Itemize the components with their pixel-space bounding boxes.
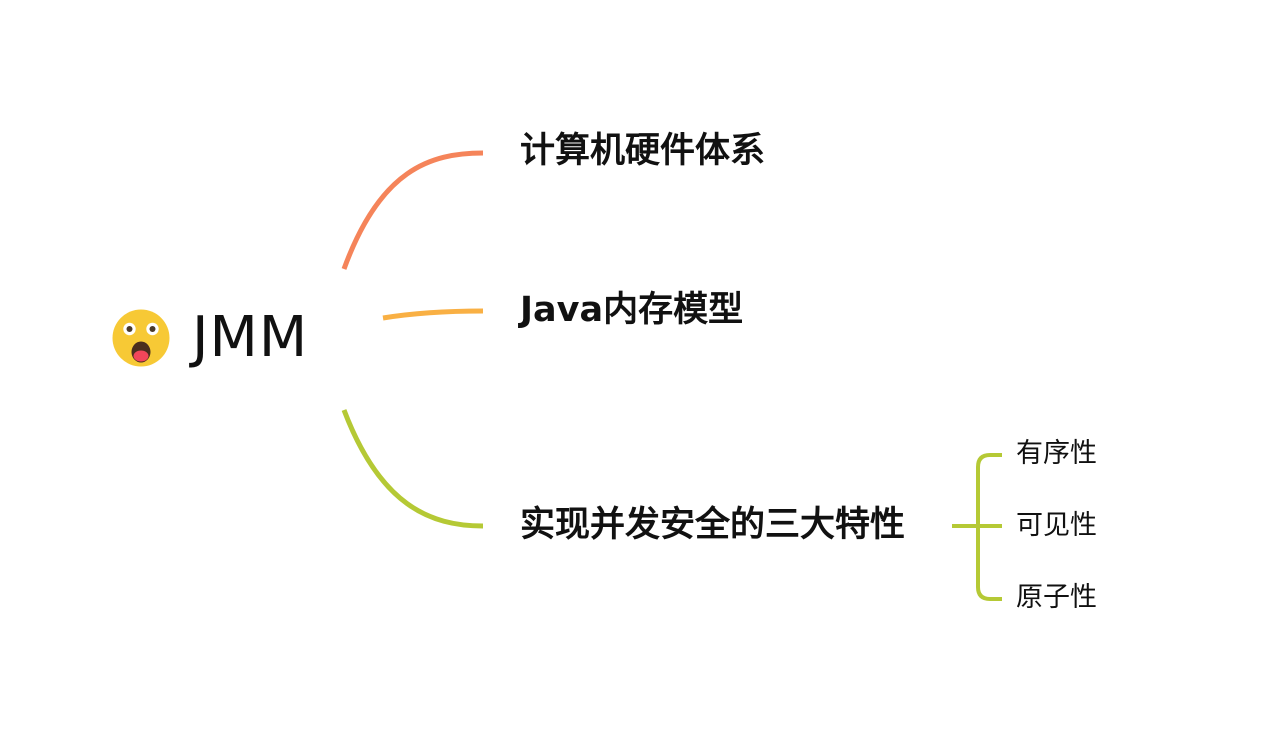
- leaf-label: 可见性: [1016, 510, 1097, 541]
- leaf-node-visibility[interactable]: 可见性: [1016, 512, 1097, 539]
- branch-label: 计算机硬件体系: [520, 131, 766, 171]
- connector-branch-1: [341, 150, 484, 270]
- surprised-face-icon: [112, 309, 170, 367]
- leaf-label: 有序性: [1016, 438, 1097, 469]
- connector-branch-3: [341, 409, 484, 529]
- root-label: JMM: [192, 305, 309, 370]
- branch-node-java-memory-model[interactable]: Java内存模型: [520, 293, 743, 328]
- root-node[interactable]: JMM: [112, 309, 308, 367]
- branch-node-hardware[interactable]: 计算机硬件体系: [520, 134, 765, 169]
- leaf-bracket: [952, 453, 1002, 601]
- bracket-top: [976, 453, 1002, 601]
- branch-label: 实现并发安全的三大特性: [520, 505, 906, 545]
- connector-branch-2: [382, 308, 484, 321]
- branch-node-concurrency-properties[interactable]: 实现并发安全的三大特性: [520, 508, 905, 543]
- leaf-node-atomicity[interactable]: 原子性: [1016, 584, 1097, 611]
- leaf-label: 原子性: [1016, 582, 1097, 613]
- branch-label: Java内存模型: [520, 290, 744, 330]
- leaf-node-ordering[interactable]: 有序性: [1016, 440, 1097, 467]
